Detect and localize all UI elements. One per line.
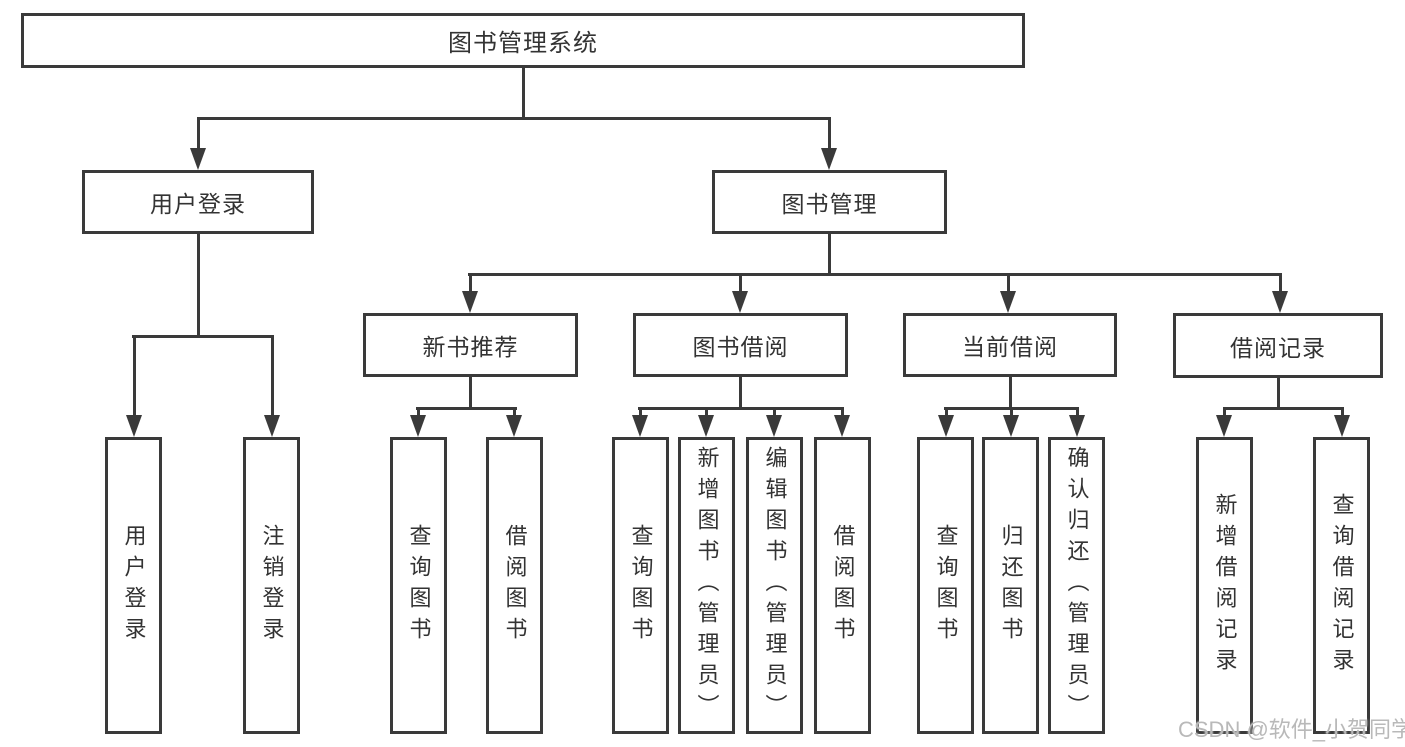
arrowhead-book-mgmt-icon	[821, 148, 837, 170]
arrowhead-leaf-icon	[766, 415, 782, 437]
connector-drop-login-leaf	[133, 335, 136, 415]
node-book-mgmt: 图书管理	[712, 170, 947, 234]
arrowhead-logout-leaf-icon	[264, 415, 280, 437]
leaf-label: 查询图书	[933, 523, 959, 648]
leaf-borrow-books-rec: 借阅图书	[486, 437, 543, 734]
leaf-query-borrow-record: 查询借阅记录	[1313, 437, 1370, 734]
leaf-query-books: 查询图书	[612, 437, 669, 734]
connector-drop-leaf	[1076, 407, 1079, 417]
connector-drop-user-login	[197, 117, 200, 148]
node-borrow-records: 借阅记录	[1173, 313, 1383, 378]
connector-drop-leaf	[513, 407, 516, 417]
connector-drop-book-mgmt	[828, 117, 831, 148]
connector-drop-records	[1279, 276, 1282, 291]
arrowhead-leaf-icon	[834, 415, 850, 437]
leaf-label: 查询图书	[628, 523, 654, 648]
arrowhead-records-icon	[1272, 291, 1288, 313]
connector-user-login-stem	[197, 234, 200, 338]
connector-new-rec-stem	[469, 377, 472, 410]
connector-drop-leaf	[639, 407, 642, 417]
arrowhead-leaf-icon	[938, 415, 954, 437]
connector-drop-leaf	[417, 407, 420, 417]
leaf-label: 借阅图书	[830, 523, 856, 648]
leaf-query-books-rec: 查询图书	[390, 437, 447, 734]
connector-new-rec-hbar	[416, 407, 517, 410]
node-borrow-records-label: 借阅记录	[1230, 334, 1326, 361]
connector-drop-leaf	[1223, 407, 1226, 417]
arrowhead-leaf-icon	[1334, 415, 1350, 437]
arrowhead-leaf-icon	[1069, 415, 1085, 437]
connector-drop-logout-leaf	[271, 335, 274, 415]
arrowhead-borrow-icon	[732, 291, 748, 313]
leaf-edit-books-admin: 编辑图书（管理员）	[746, 437, 803, 734]
leaf-return-books: 归还图书	[982, 437, 1039, 734]
leaf-label: 归还图书	[998, 523, 1024, 648]
connector-drop-borrow	[739, 276, 742, 291]
connector-drop-leaf	[841, 407, 844, 417]
connector-book-mgmt-hbar	[468, 273, 1282, 276]
node-new-book-rec: 新书推荐	[363, 313, 578, 377]
connector-drop-new-rec	[469, 276, 472, 291]
arrowhead-user-login-icon	[190, 148, 206, 170]
leaf-query-books-current: 查询图书	[917, 437, 974, 734]
leaf-label: 用户登录	[121, 523, 147, 648]
node-new-book-rec-label: 新书推荐	[422, 334, 519, 360]
leaf-label: 确认归还（管理员）	[1064, 446, 1090, 725]
watermark: CSDN @软件_小贺同学	[1178, 717, 1405, 742]
arrowhead-leaf-icon	[410, 415, 426, 437]
arrowhead-leaf-icon	[506, 415, 522, 437]
leaf-add-borrow-record: 新增借阅记录	[1196, 437, 1253, 734]
leaf-label: 借阅图书	[502, 523, 528, 648]
arrowhead-leaf-icon	[632, 415, 648, 437]
arrowhead-login-leaf-icon	[126, 415, 142, 437]
leaf-logout: 注销登录	[243, 437, 300, 734]
node-root-label: 图书管理系统	[448, 30, 598, 57]
leaf-label: 注销登录	[259, 523, 285, 648]
leaf-label: 查询图书	[406, 523, 432, 648]
node-book-borrow: 图书借阅	[633, 313, 848, 377]
connector-records-stem	[1277, 377, 1280, 410]
leaf-label: 新增借阅记录	[1212, 492, 1238, 679]
connector-records-hbar	[1223, 407, 1344, 410]
connector-borrow-hbar	[638, 407, 844, 410]
connector-borrow-stem	[739, 377, 742, 410]
connector-drop-leaf	[945, 407, 948, 417]
node-book-borrow-label: 图书借阅	[692, 334, 789, 360]
leaf-borrow-books: 借阅图书	[814, 437, 871, 734]
leaf-label: 编辑图书（管理员）	[762, 446, 788, 725]
arrowhead-current-icon	[1000, 291, 1016, 313]
node-root: 图书管理系统	[21, 13, 1025, 68]
connector-drop-leaf	[773, 407, 776, 417]
node-user-login: 用户登录	[82, 170, 314, 234]
node-current-borrow: 当前借阅	[903, 313, 1117, 377]
leaf-label: 查询借阅记录	[1329, 492, 1355, 679]
arrowhead-leaf-icon	[698, 415, 714, 437]
node-current-borrow-label: 当前借阅	[962, 334, 1058, 360]
connector-drop-leaf	[705, 407, 708, 417]
connector-root-hbar	[197, 117, 831, 120]
connector-drop-current	[1007, 276, 1010, 291]
arrowhead-leaf-icon	[1216, 415, 1232, 437]
leaf-add-books-admin: 新增图书（管理员）	[678, 437, 735, 734]
node-user-login-label: 用户登录	[150, 191, 246, 217]
leaf-confirm-return-admin: 确认归还（管理员）	[1048, 437, 1105, 734]
connector-current-stem	[1009, 377, 1012, 410]
connector-user-login-hbar	[132, 335, 274, 338]
connector-root-stem	[522, 66, 525, 118]
arrowhead-new-rec-icon	[462, 291, 478, 313]
node-book-mgmt-label: 图书管理	[781, 191, 878, 217]
arrowhead-leaf-icon	[1003, 415, 1019, 437]
leaf-label: 新增图书（管理员）	[694, 446, 720, 725]
leaf-user-login: 用户登录	[105, 437, 162, 734]
connector-drop-leaf	[1341, 407, 1344, 417]
connector-drop-leaf	[1010, 407, 1013, 417]
connector-book-mgmt-stem	[828, 234, 831, 276]
